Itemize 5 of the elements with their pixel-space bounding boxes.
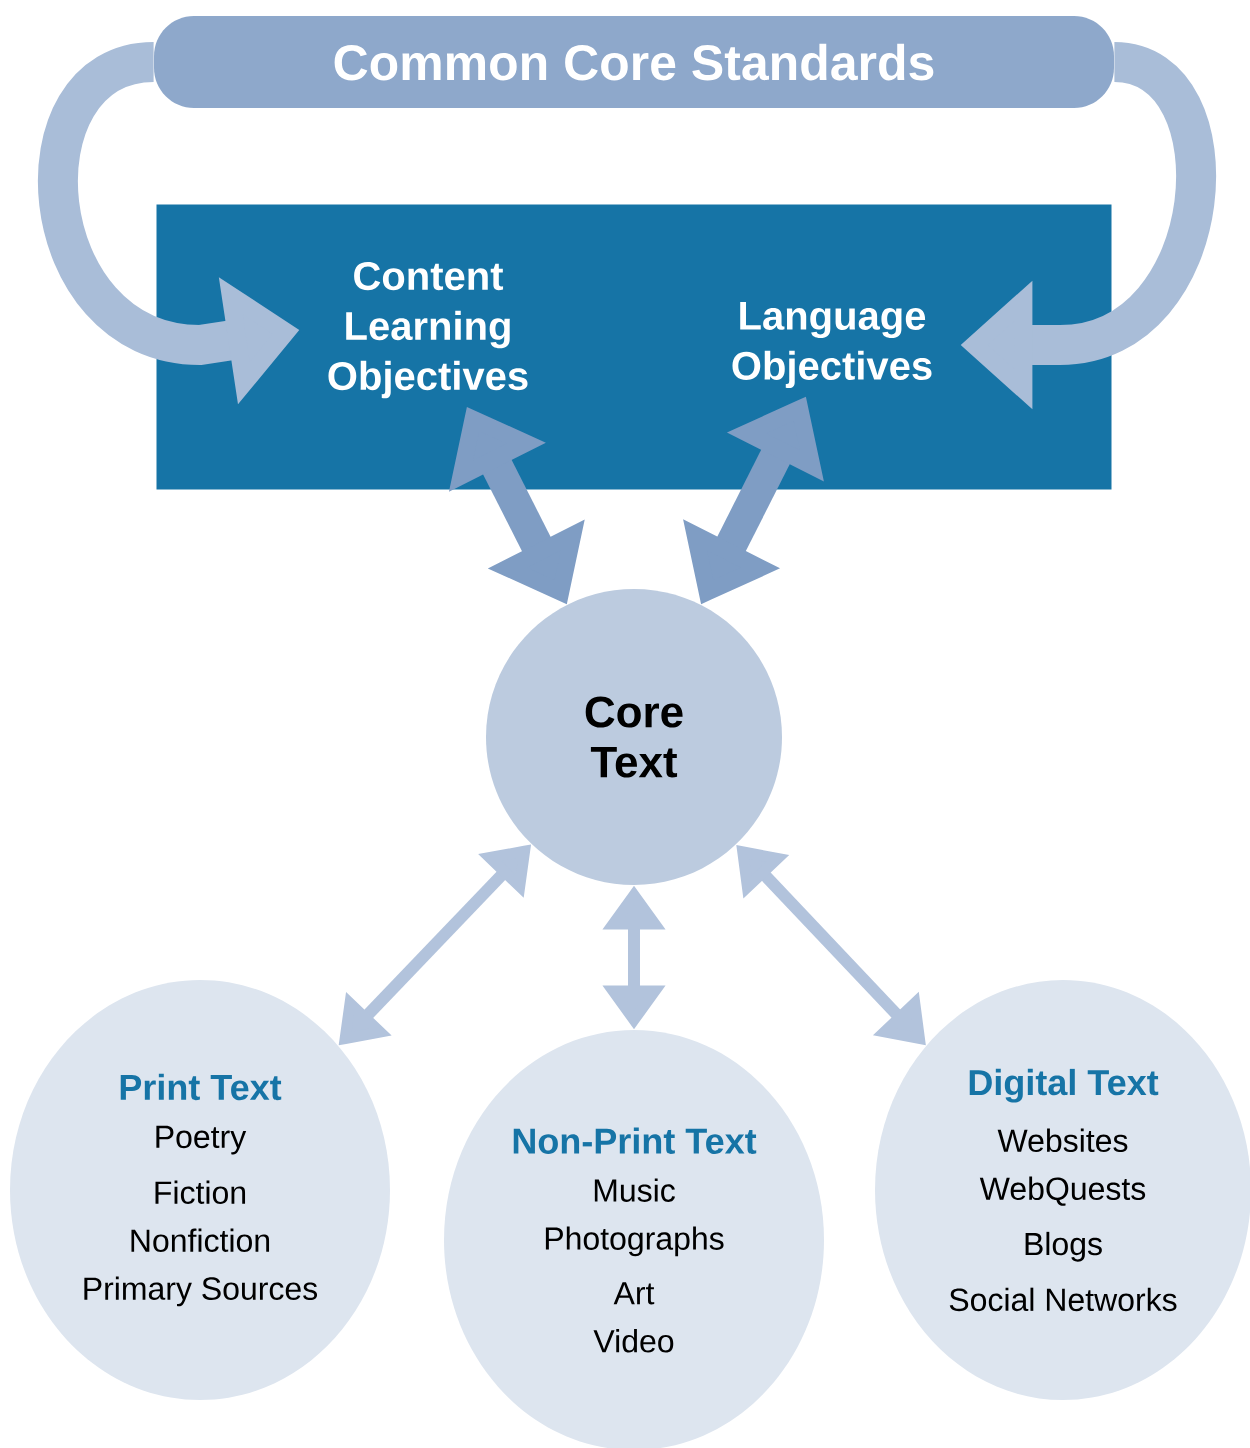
- objective-label: Content Learning Objectives: [328, 261, 528, 399]
- banner-band: Common Core Standards: [154, 16, 1114, 108]
- objectives-box: [156, 204, 1112, 490]
- category-oval: Print Text Poetry Fiction Nonfiction Primary Sources: [10, 980, 390, 1400]
- objective-label: Language Objectives: [732, 302, 932, 388]
